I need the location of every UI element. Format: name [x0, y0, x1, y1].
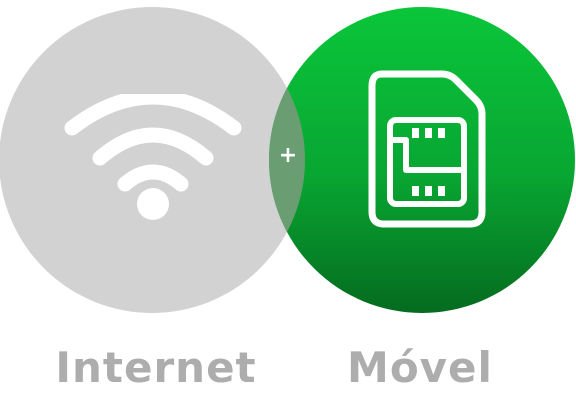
movel-label: Móvel: [347, 343, 493, 392]
internet-label: Internet: [55, 343, 257, 392]
movel-circle: [269, 7, 575, 313]
wifi-icon: [64, 94, 242, 220]
plus-icon: +: [278, 143, 298, 168]
sim-card-icon: [368, 70, 486, 228]
internet-circle: [0, 7, 305, 313]
